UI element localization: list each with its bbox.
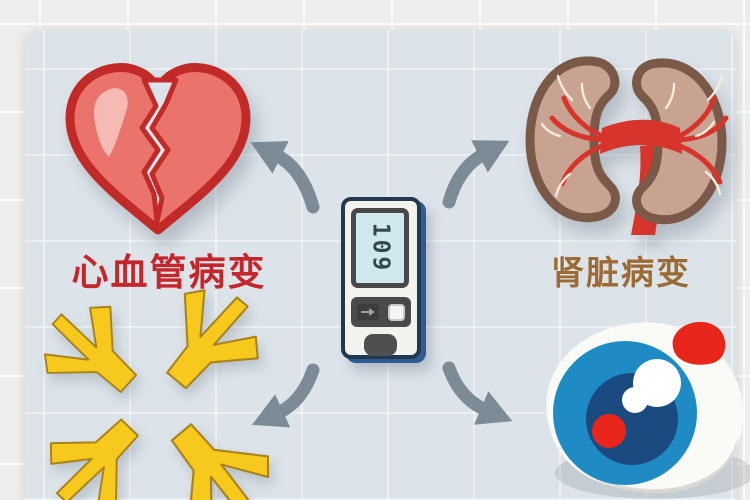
- test-strip-slot-icon: [357, 304, 379, 320]
- meter-power-button: [364, 334, 397, 356]
- meter-square-button: [388, 303, 405, 321]
- meter-button-panel: [351, 297, 411, 327]
- glucose-meter: 109: [341, 197, 421, 359]
- cardiovascular-disease-label: 心血管病变: [71, 252, 267, 293]
- glucose-reading: 109: [367, 222, 394, 274]
- broken-heart-icon: [65, 62, 251, 235]
- eyeball-icon: [546, 321, 750, 499]
- meter-lcd-screen: 109: [351, 208, 409, 288]
- arrow-up-left: [250, 141, 320, 214]
- arrow-up-right: [442, 140, 510, 209]
- arrow-down-right: [442, 361, 513, 425]
- arrow-down-left: [252, 363, 320, 428]
- kidney-disease-label: 肾脏病变: [551, 254, 691, 291]
- nerve-sparks-icon: [25, 269, 290, 500]
- kidneys-icon: [525, 56, 729, 235]
